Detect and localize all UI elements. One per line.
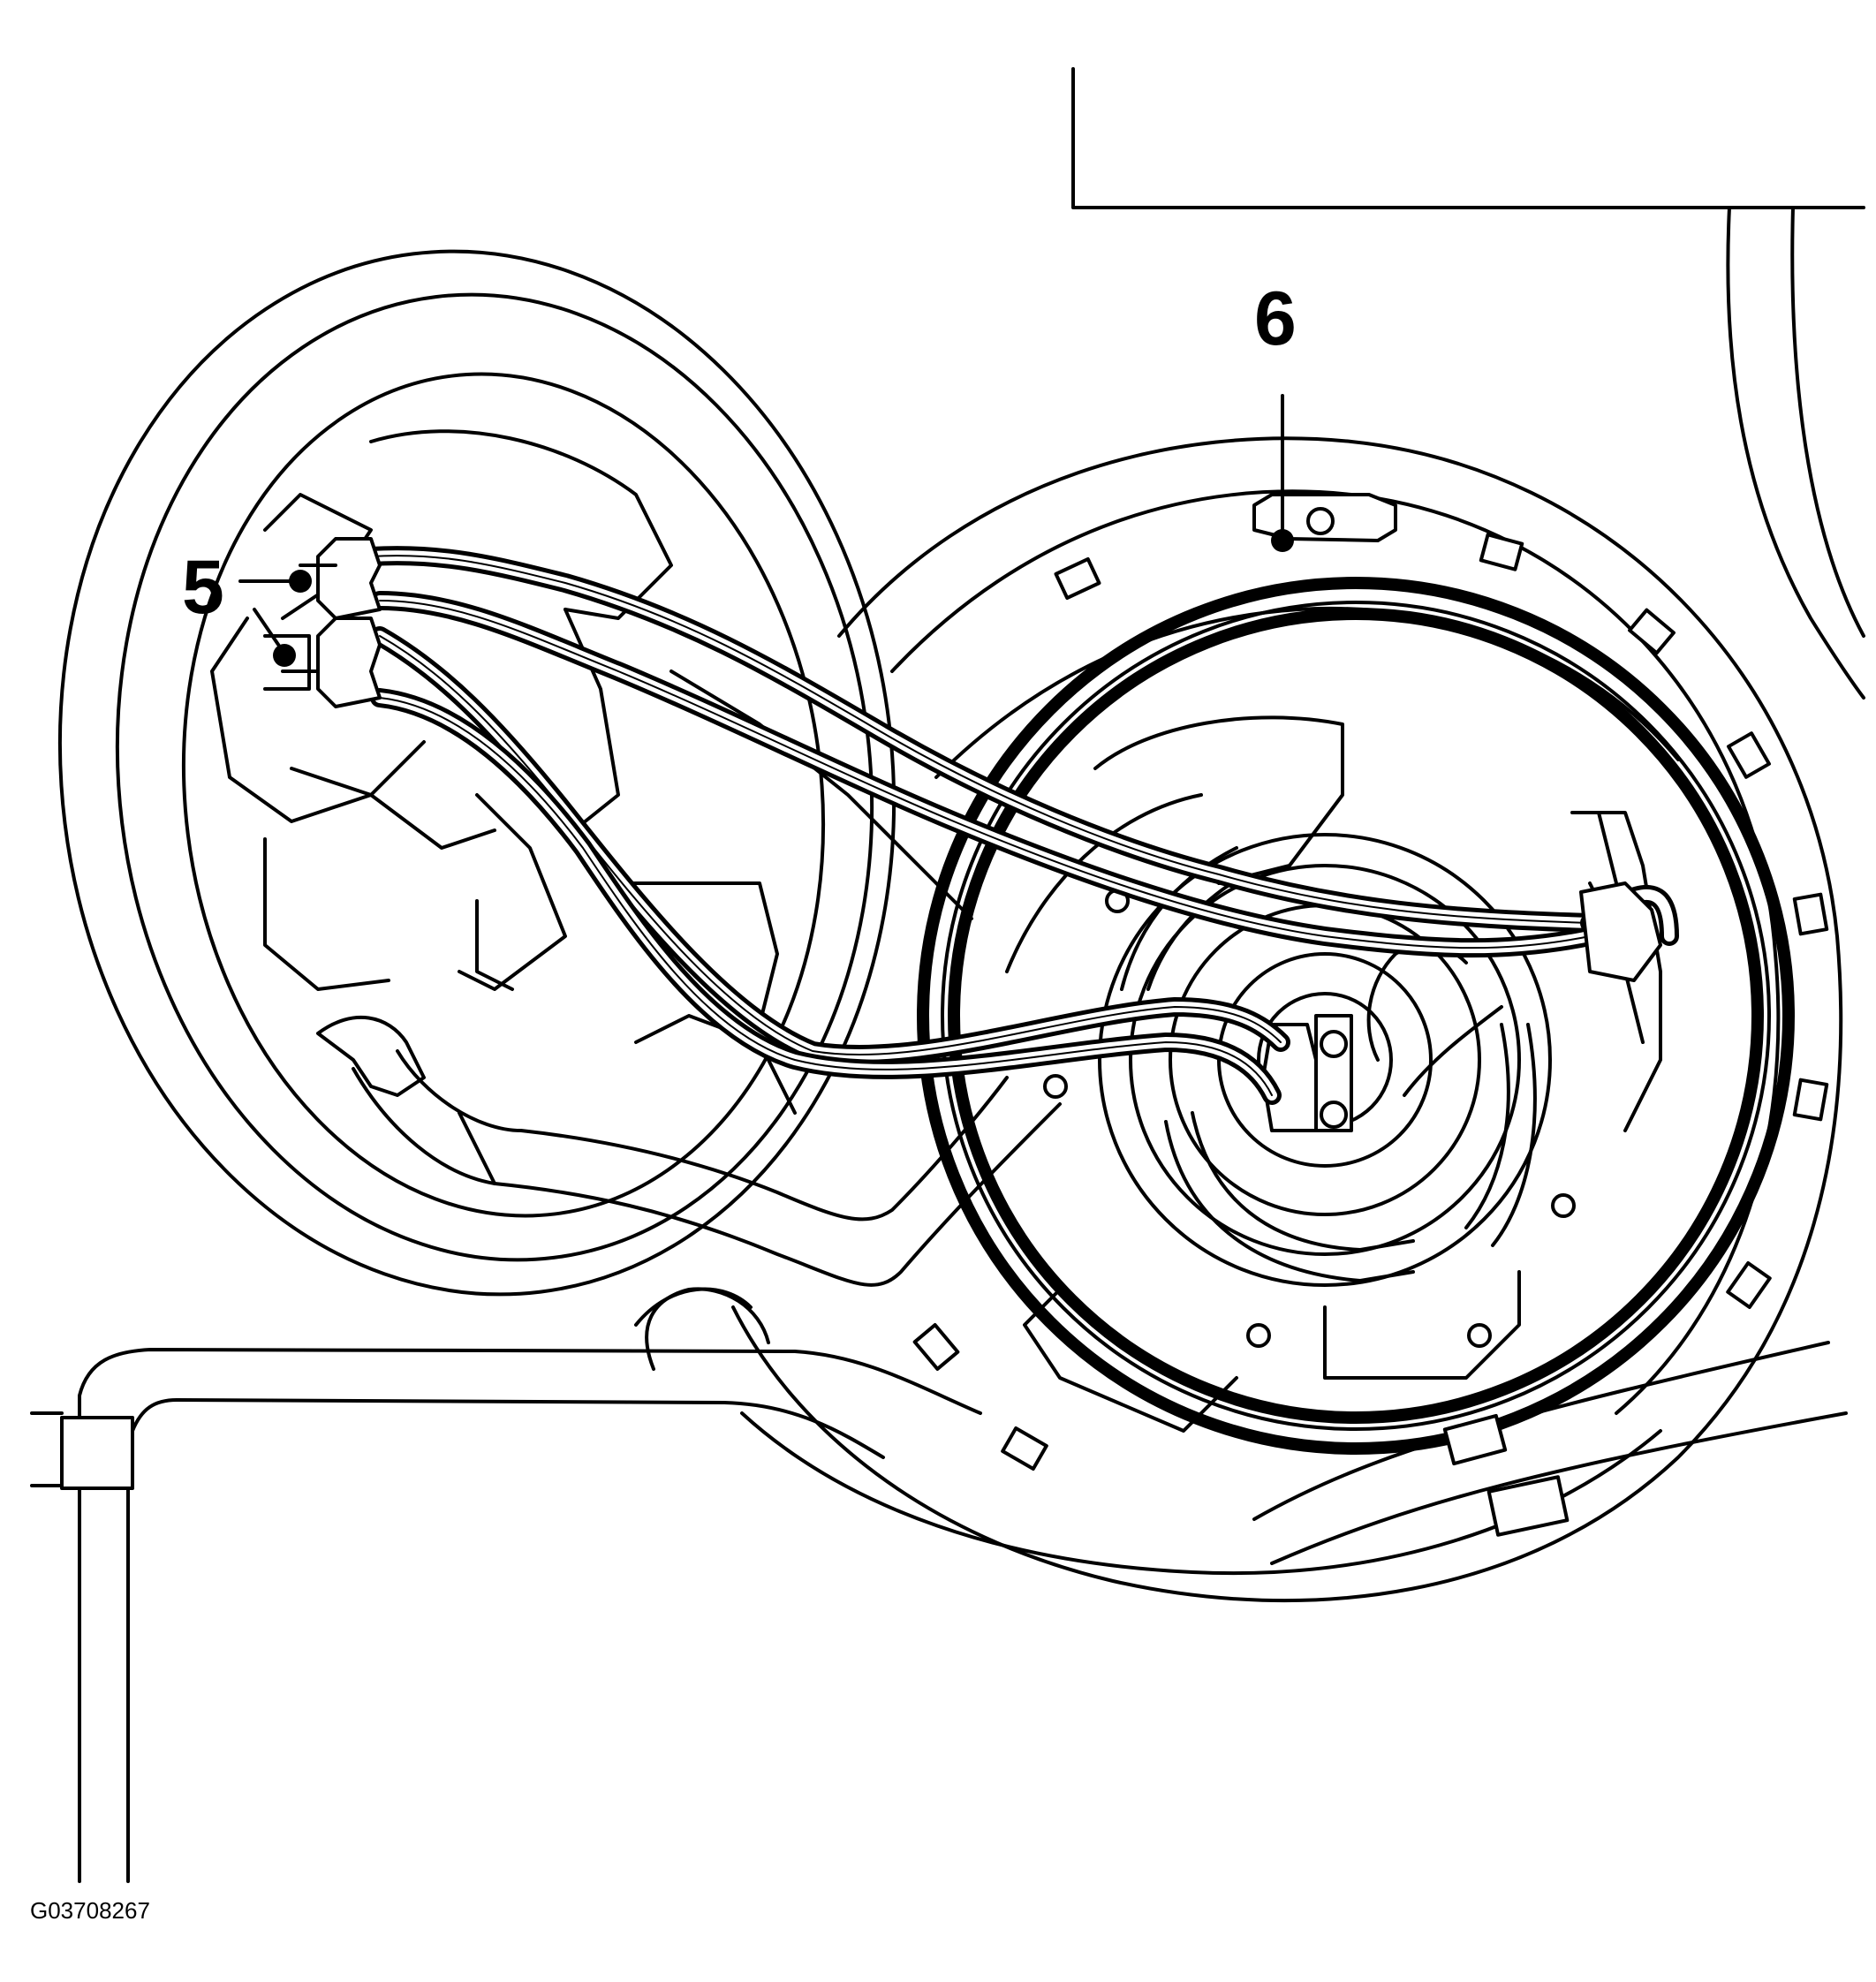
figure-id: G03708267: [30, 1897, 150, 1924]
left-tank-opening: [57, 249, 896, 1297]
callout-label-6: 6: [1254, 276, 1297, 361]
connectors-item-5: [263, 537, 382, 708]
right-connector: [1579, 811, 1662, 982]
center-connector: [1261, 1014, 1353, 1132]
body-panel-edge: [1071, 67, 1865, 700]
callout-label-5: 5: [182, 545, 224, 630]
locking-ring-tabs: [912, 493, 1829, 1537]
leader-lines: [238, 394, 1294, 667]
wiring-harness: [361, 546, 1679, 1105]
frame-crossmember: [30, 1287, 982, 1883]
right-tank-opening: [731, 436, 1848, 1603]
